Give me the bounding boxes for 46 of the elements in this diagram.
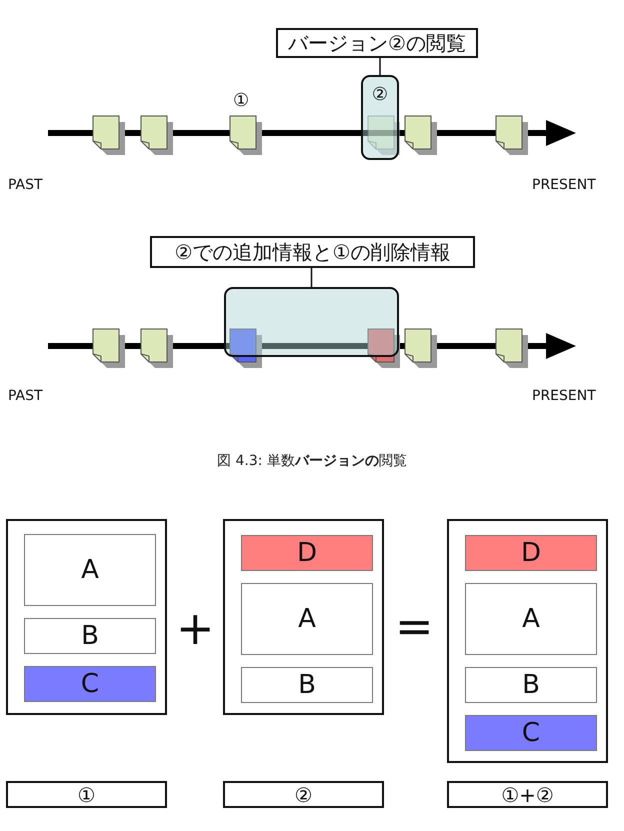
content-block [465, 715, 597, 751]
node-label: D [296, 538, 318, 568]
text-label: PRESENT [532, 389, 596, 403]
node-label: A [81, 556, 99, 584]
text-label: ① [233, 92, 250, 110]
content-block [24, 618, 156, 654]
content-block [465, 535, 597, 571]
content-block [24, 666, 156, 702]
callout-box [276, 28, 478, 58]
content-block [241, 583, 373, 655]
node-label: A [522, 604, 540, 634]
page-frame [447, 519, 608, 763]
callout-box [150, 236, 475, 268]
node-label: D [520, 538, 542, 568]
highlight-box [361, 75, 399, 160]
text-label: PRESENT [532, 178, 596, 192]
version-tag [6, 781, 167, 808]
node-label: C [80, 670, 100, 698]
node-label: A [298, 604, 316, 634]
leader-line [379, 58, 381, 75]
page-frame [223, 519, 384, 715]
text-label: PAST [8, 389, 43, 403]
content-block [241, 535, 373, 571]
figure-caption: 図 4.3: 単数バージョンの閲覧 [216, 452, 408, 470]
operator-sign: = [395, 603, 434, 649]
node-label: バージョン②の閲覧 [288, 32, 466, 54]
node-label: ② [294, 784, 312, 806]
node-label: C [522, 718, 540, 748]
operator-sign: + [176, 605, 215, 651]
content-block [241, 667, 373, 703]
content-block [465, 667, 597, 703]
node-label: ② [372, 83, 388, 105]
node-label: ① [78, 784, 96, 806]
leader-line [310, 268, 312, 287]
node-label: B [81, 622, 99, 650]
text-label: PAST [8, 178, 43, 192]
version-tag [223, 781, 384, 808]
page-frame [6, 519, 167, 715]
node-label: ①+② [501, 784, 554, 806]
node-label: B [298, 670, 316, 700]
content-block [24, 534, 156, 606]
node-label: B [522, 670, 540, 700]
highlight-box [224, 287, 399, 357]
version-tag [447, 781, 608, 808]
node-label: ②での追加情報と①の削除情報 [174, 241, 450, 263]
content-block [465, 583, 597, 655]
